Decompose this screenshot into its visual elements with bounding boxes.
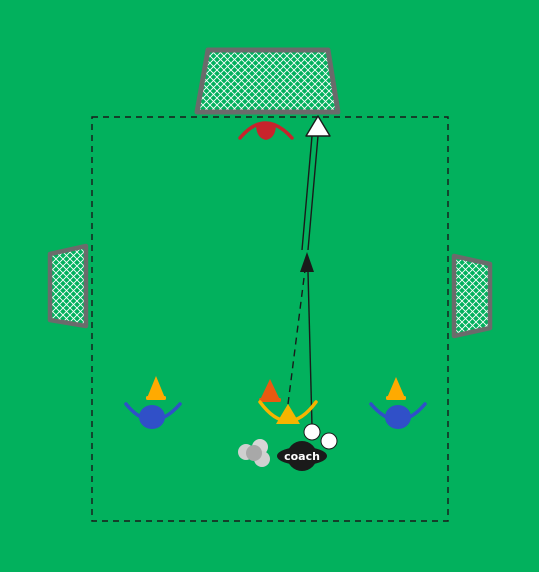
main-goal [194, 47, 341, 115]
ball-icon [303, 423, 321, 441]
pass-arrow-icon [300, 252, 314, 272]
goal-net-icon [47, 243, 89, 329]
shot-arrow [301, 115, 331, 251]
cone-icon [387, 377, 405, 398]
ball-pile [238, 439, 270, 467]
right-mini-goal [451, 253, 493, 339]
player-yellow-middle [258, 379, 318, 424]
coach-icon: coach [277, 441, 327, 471]
player-blue-left [124, 376, 182, 429]
goal-net-icon [194, 47, 341, 115]
left-mini-goal [47, 243, 89, 329]
playing-area-boundary [91, 116, 449, 522]
player-run-line [287, 269, 306, 405]
goal-net-icon [451, 253, 493, 339]
cone-icon [260, 379, 280, 400]
pass-arrow [300, 252, 314, 427]
coach-label: coach [284, 450, 320, 463]
goalkeeper-icon [238, 121, 294, 140]
cone-icon [147, 376, 165, 398]
movement-arrow-icon [305, 115, 331, 137]
ball-icon [320, 432, 338, 450]
player-blue-right [369, 377, 427, 429]
